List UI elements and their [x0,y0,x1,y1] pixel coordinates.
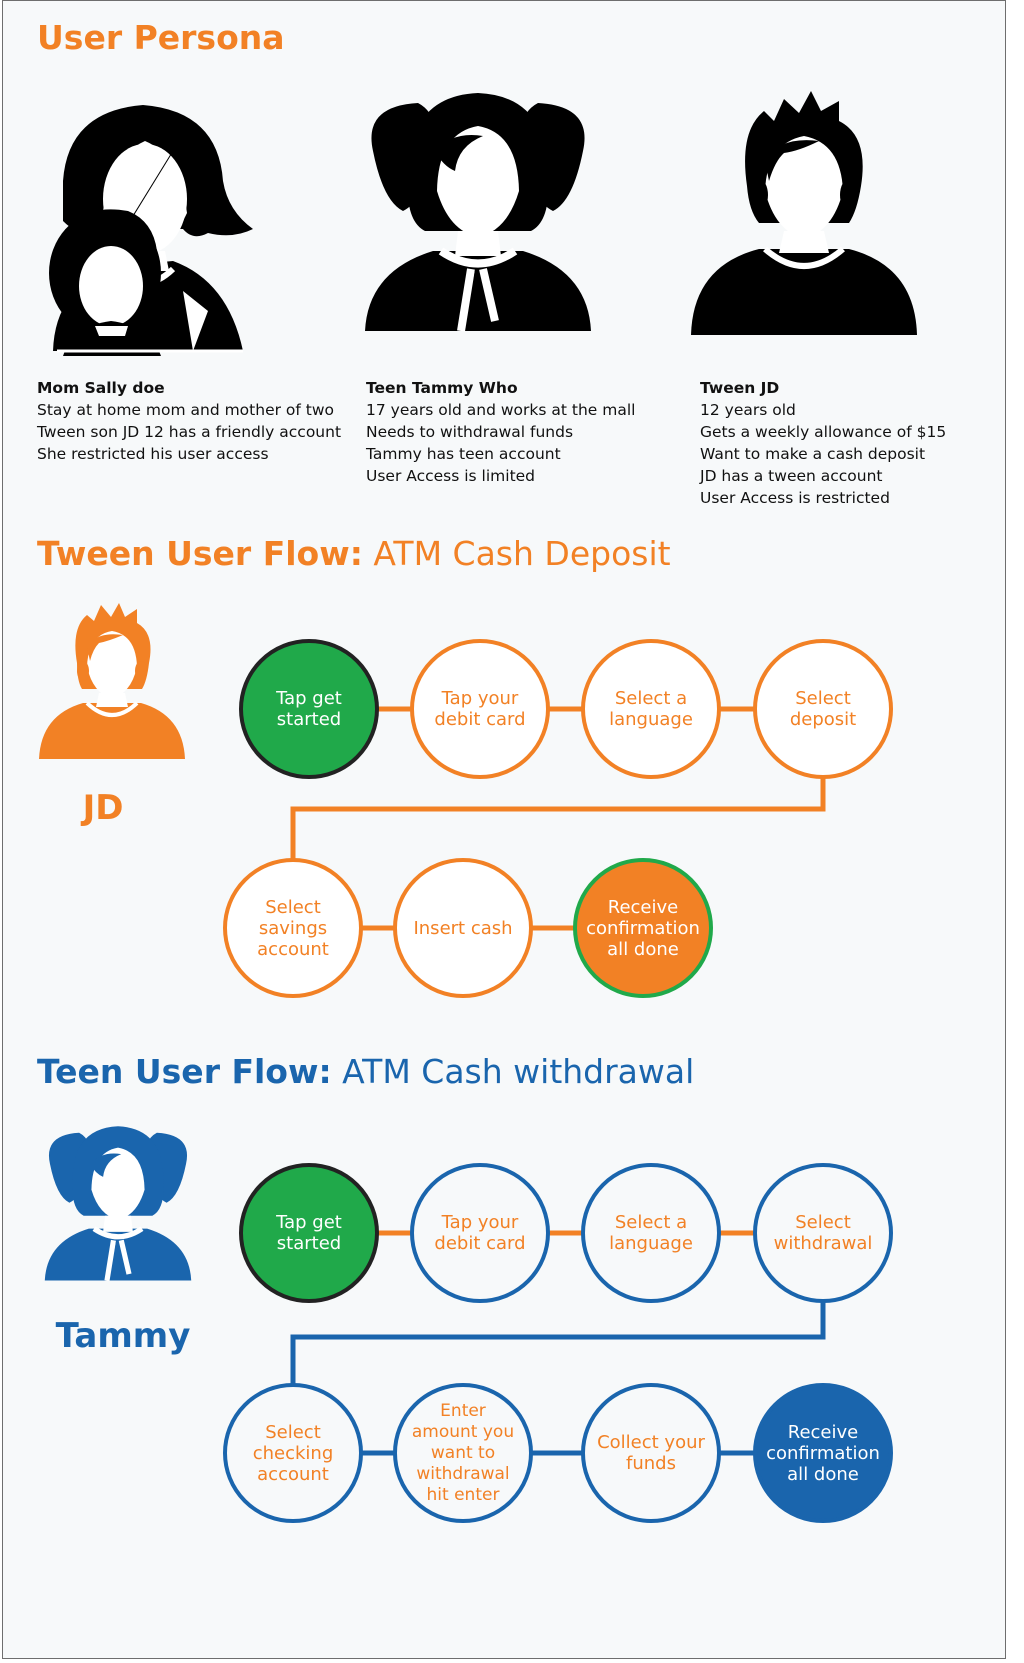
persona-teen: Teen Tammy Who 17 years old and works at… [366,377,635,487]
flow-step-label: Insert cash [413,917,513,939]
flow-step-label: Select withdrawal [773,1212,873,1254]
flow-step-label: Tap get started [276,688,342,730]
persona-detail: User Access is limited [366,467,536,485]
tween-step-circle [393,858,533,998]
persona-detail: Want to make a cash deposit [700,445,926,463]
flow-diagram [223,639,893,1523]
persona-detail: JD has a tween account [700,467,883,485]
flow-step-label: Receive confirmation all done [766,1421,880,1485]
persona-detail: She restricted his user access [37,445,269,463]
flow-step-label: Select a language [609,1212,693,1254]
tammy-name-label: Tammy [55,1316,191,1356]
tween-flow-title: Tween User Flow: ATM Cash Deposit [37,537,671,570]
teen-step-circle [581,1163,721,1303]
tween-step-circle [581,639,721,779]
mother-and-child-icon [49,105,253,356]
tween-step-circle [753,639,893,779]
flow-connector [290,1301,826,1385]
teen-flow-title-light: ATM Cash withdrawal [331,1052,695,1091]
teen-flow-title: Teen User Flow: ATM Cash withdrawal [37,1055,694,1088]
tween-step-circle [223,858,363,998]
teen-step-circle [581,1383,721,1523]
flow-step-label: Tap get started [276,1212,342,1254]
flow-step-label: Select savings account [257,896,329,960]
teen-step-circle [753,1163,893,1303]
boy-icon [691,91,917,335]
page-title: User Persona [37,18,285,57]
persona-detail: Tween son JD 12 has a friendly account [37,423,342,441]
infographic-page: User Persona [2,0,1006,1659]
teen-step-circle [223,1383,363,1523]
jd-avatar-icon [39,603,185,759]
tween-step-circle [573,858,713,998]
persona-detail: Needs to withdrawal funds [366,423,574,441]
tween-flow-title-light: ATM Cash Deposit [362,534,671,573]
persona-detail: Stay at home mom and mother of two [37,401,335,419]
flow-step-label: Select deposit [789,688,857,730]
persona-mom: Mom Sally doe Stay at home mom and mothe… [37,377,341,465]
tween-step-circle [410,639,550,779]
persona-name: Teen Tammy Who [366,379,518,397]
teen-step-circle [393,1383,533,1523]
tween-flow-title-bold: Tween User Flow: [37,534,363,573]
persona-tween: Tween JD 12 years old Gets a weekly allo… [700,377,946,509]
flow-step-label: Tap your debit card [434,688,526,730]
teen-step-circle [410,1163,550,1303]
flow-step-label: Tap your debit card [434,1212,526,1254]
flow-connector [290,777,826,860]
teen-step-circle [753,1383,893,1523]
persona-detail: Gets a weekly allowance of $15 [700,423,947,441]
flow-step-label: Select a language [609,688,693,730]
persona-detail: Tammy has teen account [366,445,561,463]
tammy-avatar-icon [44,1126,192,1281]
persona-detail: 17 years old and works at the mall [366,401,636,419]
persona-detail: 12 years old [700,401,796,419]
persona-name: Mom Sally doe [37,379,165,397]
flow-step-label: Collect your funds [597,1432,705,1474]
persona-detail: User Access is restricted [700,489,890,507]
teen-girl-icon [365,93,591,332]
persona-name: Tween JD [700,379,780,397]
teen-step-circle [239,1163,379,1303]
teen-flow-title-bold: Teen User Flow: [37,1052,332,1091]
flow-step-label: Receive confirmation all done [586,896,700,960]
jd-name-label: JD [82,788,124,828]
tween-step-circle [239,639,379,779]
flow-step-label: Select checking account [252,1421,334,1485]
flow-step-label: Enter amount you want to withdrawal hit … [411,1400,515,1505]
